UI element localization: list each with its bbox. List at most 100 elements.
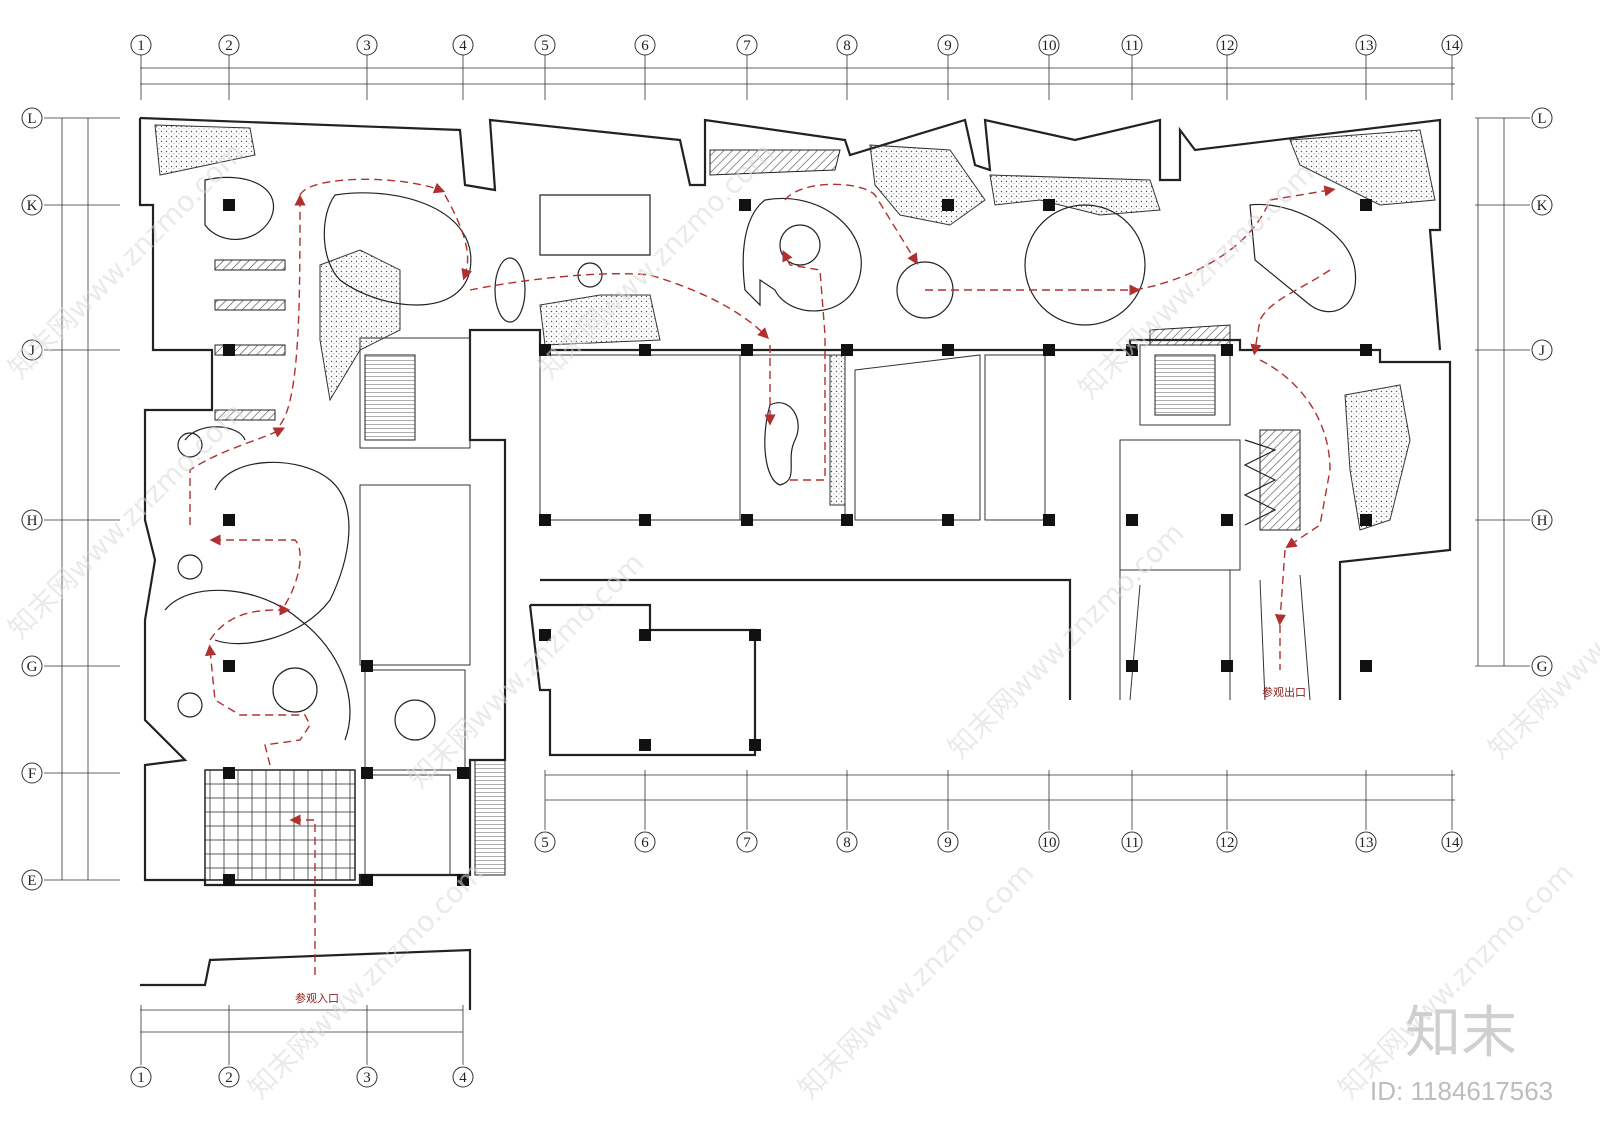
grid-bubble-circle — [452, 1066, 474, 1088]
grid-bubble-label: 1 — [137, 1070, 145, 1086]
grid-bubble-label: 5 — [541, 835, 549, 851]
structural-column — [841, 514, 853, 526]
grid-bottom-axis: 1 2 3 4 — [130, 1005, 474, 1088]
grid-bubble-circle — [1441, 34, 1463, 56]
structural-column — [639, 629, 651, 641]
grid-bubble-J: J — [21, 339, 43, 361]
exit-label: 参观出口 — [1262, 685, 1306, 699]
structural-column — [1221, 514, 1233, 526]
grid-bubble-circle — [21, 339, 43, 361]
grid-bubble-label: L — [1537, 111, 1546, 127]
visitor-route — [189, 178, 1336, 975]
grid-bubble-12: 12 — [1216, 831, 1238, 853]
grid-bubble-label: 5 — [541, 38, 549, 54]
grid-bubble-11: 11 — [1121, 34, 1143, 56]
grid-bubble-label: 8 — [843, 38, 851, 54]
grid-bubble-label: 10 — [1042, 38, 1057, 54]
structural-column — [1360, 199, 1372, 211]
structural-column — [942, 199, 954, 211]
grid-bubble-label: J — [29, 343, 35, 359]
grid-bubble-1: 1 — [130, 34, 152, 56]
grid-bubble-circle — [130, 1066, 152, 1088]
grid-bubble-label: 2 — [225, 38, 233, 54]
grid-bubble-label: 3 — [363, 1070, 371, 1086]
grid-bubble-7: 7 — [736, 34, 758, 56]
grid-bubble-circle — [1121, 34, 1143, 56]
structural-column — [539, 629, 551, 641]
grid-bubble-circle — [452, 34, 474, 56]
structural-column — [361, 660, 373, 672]
grid-bubble-label: 13 — [1359, 38, 1374, 54]
structural-column — [361, 767, 373, 779]
entrance-label: 参观入口 — [295, 991, 339, 1005]
grid-bubble-circle — [130, 34, 152, 56]
watermark-text: 知末网www.znzmo.com — [2, 136, 251, 385]
watermark-text: 知末网www.znzmo.com — [1482, 516, 1600, 765]
structural-column — [1043, 199, 1055, 211]
structural-column — [539, 514, 551, 526]
grid-bubble-circle — [1355, 831, 1377, 853]
structural-column — [639, 514, 651, 526]
structural-column — [749, 629, 761, 641]
grid-bubble-label: 2 — [225, 1070, 233, 1086]
structural-column — [1043, 514, 1055, 526]
structural-column — [1360, 344, 1372, 356]
grid-bubble-circle — [1531, 107, 1553, 129]
grid-bubble-circle — [634, 34, 656, 56]
grid-bubble-label: 4 — [459, 1070, 467, 1086]
structural-column — [1126, 660, 1138, 672]
structural-column — [223, 514, 235, 526]
grid-bubble-circle — [356, 34, 378, 56]
grid-bubble-10: 10 — [1038, 831, 1060, 853]
grid-bubble-3: 3 — [356, 34, 378, 56]
grid-bubble-circle — [1355, 34, 1377, 56]
grid-bubble-label: 14 — [1445, 835, 1461, 851]
grid-bubble-circle — [1531, 194, 1553, 216]
grid-bubble-J: J — [1531, 339, 1553, 361]
structural-columns — [223, 199, 1372, 886]
grid-bubble-6: 6 — [634, 34, 656, 56]
grid-bubble-label: 9 — [944, 38, 952, 54]
grid-bubble-label: G — [1537, 659, 1548, 675]
grid-bubble-label: H — [27, 513, 38, 529]
grid-bubble-circle — [1038, 34, 1060, 56]
structural-column — [1221, 344, 1233, 356]
grid-bubble-label: H — [1537, 513, 1548, 529]
structural-column — [1126, 344, 1138, 356]
grid-bubble-label: 11 — [1125, 38, 1139, 54]
grid-bubble-circle — [937, 831, 959, 853]
structural-column — [457, 767, 469, 779]
dimension-lines — [61, 67, 1505, 1033]
grid-bubble-circle — [1531, 339, 1553, 361]
grid-bubble-circle — [1216, 831, 1238, 853]
grid-bubble-label: 1 — [137, 38, 145, 54]
watermark-logo: 知末 — [1405, 1001, 1517, 1066]
grid-bubble-10: 10 — [1038, 34, 1060, 56]
grid-bubble-13: 13 — [1355, 831, 1377, 853]
structural-column — [1360, 660, 1372, 672]
structural-column — [1360, 514, 1372, 526]
outer-walls — [138, 116, 1452, 1010]
grid-bubble-circle — [21, 762, 43, 784]
grid-bubble-circle — [736, 831, 758, 853]
grid-bubble-label: 12 — [1220, 835, 1235, 851]
grid-bubble-label: L — [27, 111, 36, 127]
watermark-id: ID: 1184617563 — [1370, 1076, 1553, 1106]
grid-bubble-circle — [21, 194, 43, 216]
grid-bubble-8: 8 — [836, 831, 858, 853]
grid-bubble-circle — [937, 34, 959, 56]
grid-bubble-label: 11 — [1125, 835, 1139, 851]
grid-bubble-label: F — [28, 766, 36, 782]
grid-bubble-circle — [1216, 34, 1238, 56]
grid-bubble-9: 9 — [937, 34, 959, 56]
grid-bubble-circle — [736, 34, 758, 56]
structural-column — [741, 344, 753, 356]
grid-bubble-label: J — [1539, 343, 1545, 359]
grid-bubble-label: 12 — [1220, 38, 1235, 54]
grid-bubble-label: 6 — [641, 38, 649, 54]
grid-bubble-circle — [21, 509, 43, 531]
structural-column — [639, 739, 651, 751]
structural-column — [841, 344, 853, 356]
